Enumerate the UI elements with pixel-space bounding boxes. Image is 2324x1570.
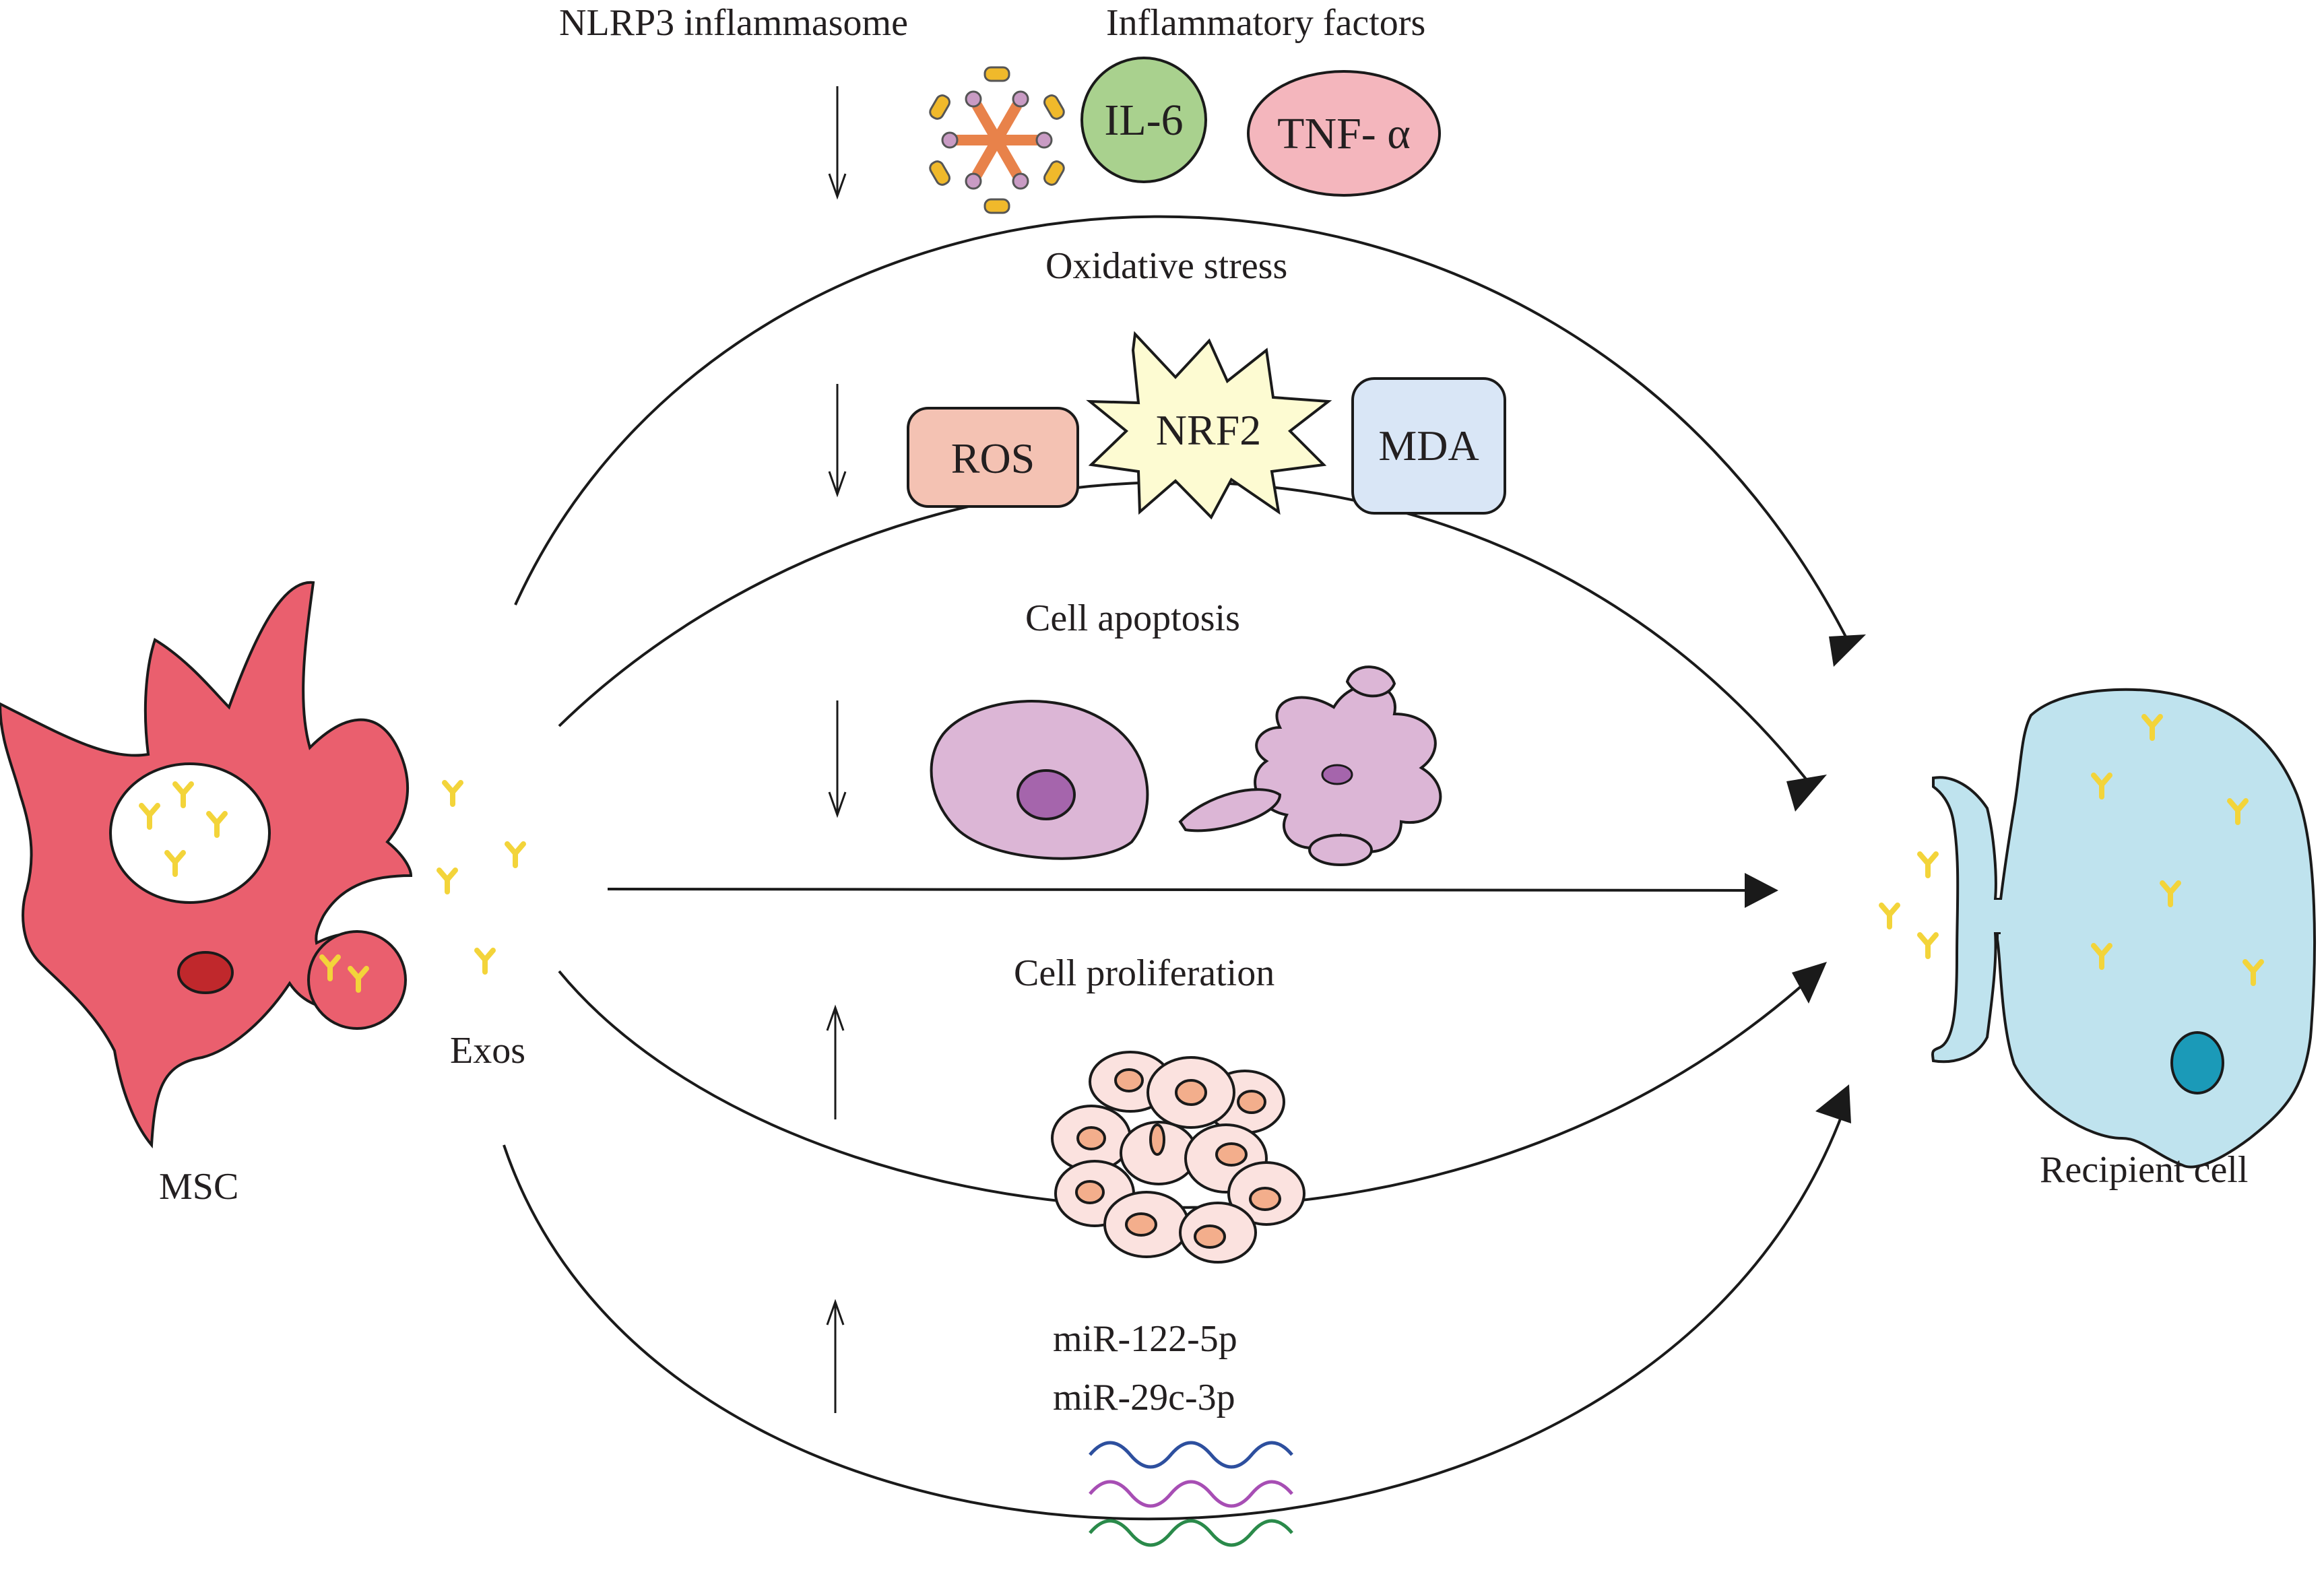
up-arrow-mirna [826,1299,845,1413]
recipient-nucleus [2170,1031,2224,1094]
mda-box: MDA [1351,377,1506,515]
mir-122-label: miR-122-5p [1053,1318,1237,1360]
nrf2-label: NRF2 [1156,406,1262,454]
mir-29c-label: miR-29c-3p [1053,1377,1235,1418]
exosome-particle [445,783,461,804]
down-arrow-oxidative [828,384,847,498]
tnf-alpha-ellipse: TNF- α [1247,70,1441,197]
recipient-cell [1881,688,2316,1169]
inflammatory-factors-label: Inflammatory factors [1106,2,1425,44]
mirna-strands-icon [1089,1441,1293,1547]
msc-cell [0,581,413,1149]
proliferating-cells-icon [1051,1051,1305,1264]
msc-label: MSC [159,1166,238,1208]
il6-label: IL-6 [1104,96,1183,145]
regulation-arrows [826,86,847,1413]
nrf2-starburst: NRF2 [1086,331,1332,520]
msc-nucleus [177,951,234,994]
cell-proliferation-label: Cell proliferation [1014,952,1274,994]
flow-line-middle [607,888,1752,892]
arrowhead-middle [1745,873,1778,908]
up-arrow-proliferation [826,1004,845,1119]
recipient-cell-label: Recipient cell [2040,1149,2248,1191]
exos-label: Exos [450,1030,525,1072]
down-arrow-inflammation [828,86,847,200]
arrowhead-proliferation [1792,962,1827,1004]
msc-vesicle [109,762,271,904]
exosome-particle [507,844,523,865]
arrowhead-mirna [1815,1084,1851,1123]
ros-box: ROS [907,407,1079,508]
exosome-particle [477,950,493,972]
apoptotic-cell-icon [1178,665,1442,866]
flow-arrows [503,215,1866,1521]
recipient-stalk [1987,900,2014,932]
mirna-strand-purple [1089,1480,1293,1508]
mirna-strand-green [1089,1519,1293,1547]
cell-apoptosis-label: Cell apoptosis [1025,597,1240,639]
recipient-body [1996,688,2316,1169]
flow-arc-inflammation [514,215,1850,644]
nlrp3-inflammasome-icon [929,66,1065,214]
il6-circle: IL-6 [1080,57,1207,183]
ros-label: ROS [951,434,1035,482]
arrowhead-oxidative [1786,775,1827,812]
exosome-particle [439,870,455,892]
oxidative-stress-label: Oxidative stress [1045,245,1287,287]
arrowhead-inflammation [1829,634,1866,667]
down-arrow-apoptosis [828,700,847,818]
tnf-alpha-label: TNF- α [1277,109,1411,158]
healthy-cell-icon [930,700,1149,860]
mirna-strand-blue [1089,1441,1293,1469]
mda-label: MDA [1378,422,1479,469]
nlrp3-label: NLRP3 inflammasome [559,2,908,44]
recipient-membrane-cup [1931,776,2001,1064]
exosomes-group [439,783,523,972]
flow-arc-mirna [503,1104,1847,1521]
